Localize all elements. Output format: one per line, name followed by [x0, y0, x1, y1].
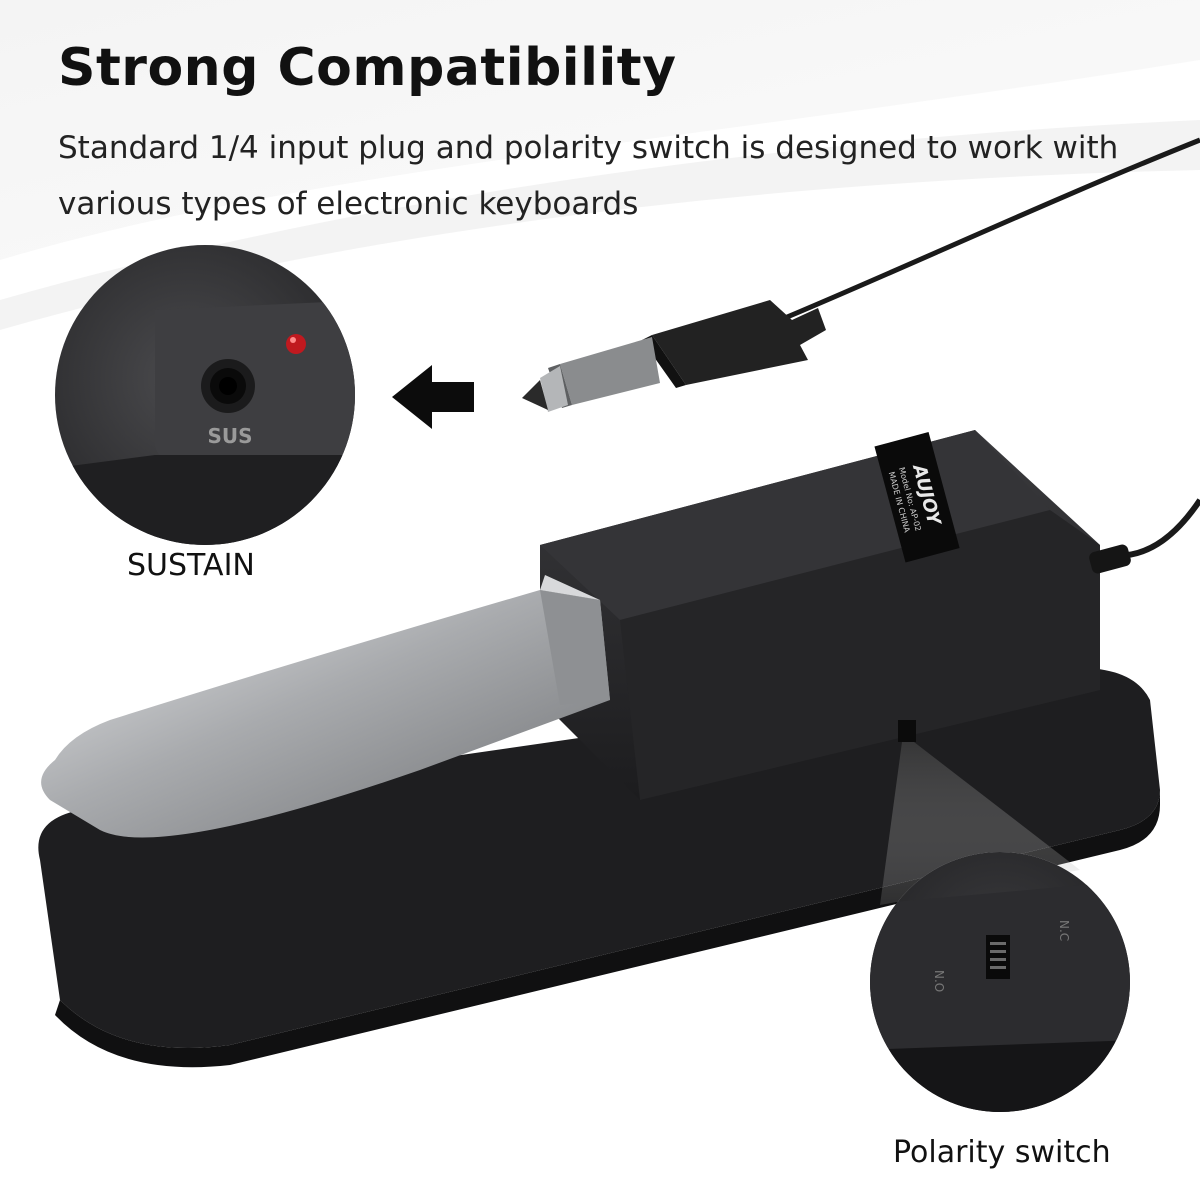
jack-zoom-circle: SUS	[55, 245, 355, 545]
svg-text:N.C: N.C	[1057, 920, 1071, 941]
sustain-caption: SUSTAIN	[127, 548, 255, 583]
switch-zoom-circle: N.O N.C	[870, 852, 1130, 1112]
polarity-switch	[898, 720, 916, 742]
svg-text:N.O: N.O	[932, 970, 946, 992]
sustain-pedal: AUJOY Model No: AP-02 MADE IN CHINA	[38, 430, 1160, 1068]
arrow-left-icon	[392, 365, 474, 429]
polarity-switch-caption: Polarity switch	[893, 1135, 1111, 1170]
quarter-inch-plug-icon	[522, 300, 826, 412]
feature-description: Standard 1/4 input plug and polarity swi…	[58, 130, 1119, 222]
page-title: Strong Compatibility	[58, 38, 677, 98]
jack-label: SUS	[207, 424, 252, 448]
